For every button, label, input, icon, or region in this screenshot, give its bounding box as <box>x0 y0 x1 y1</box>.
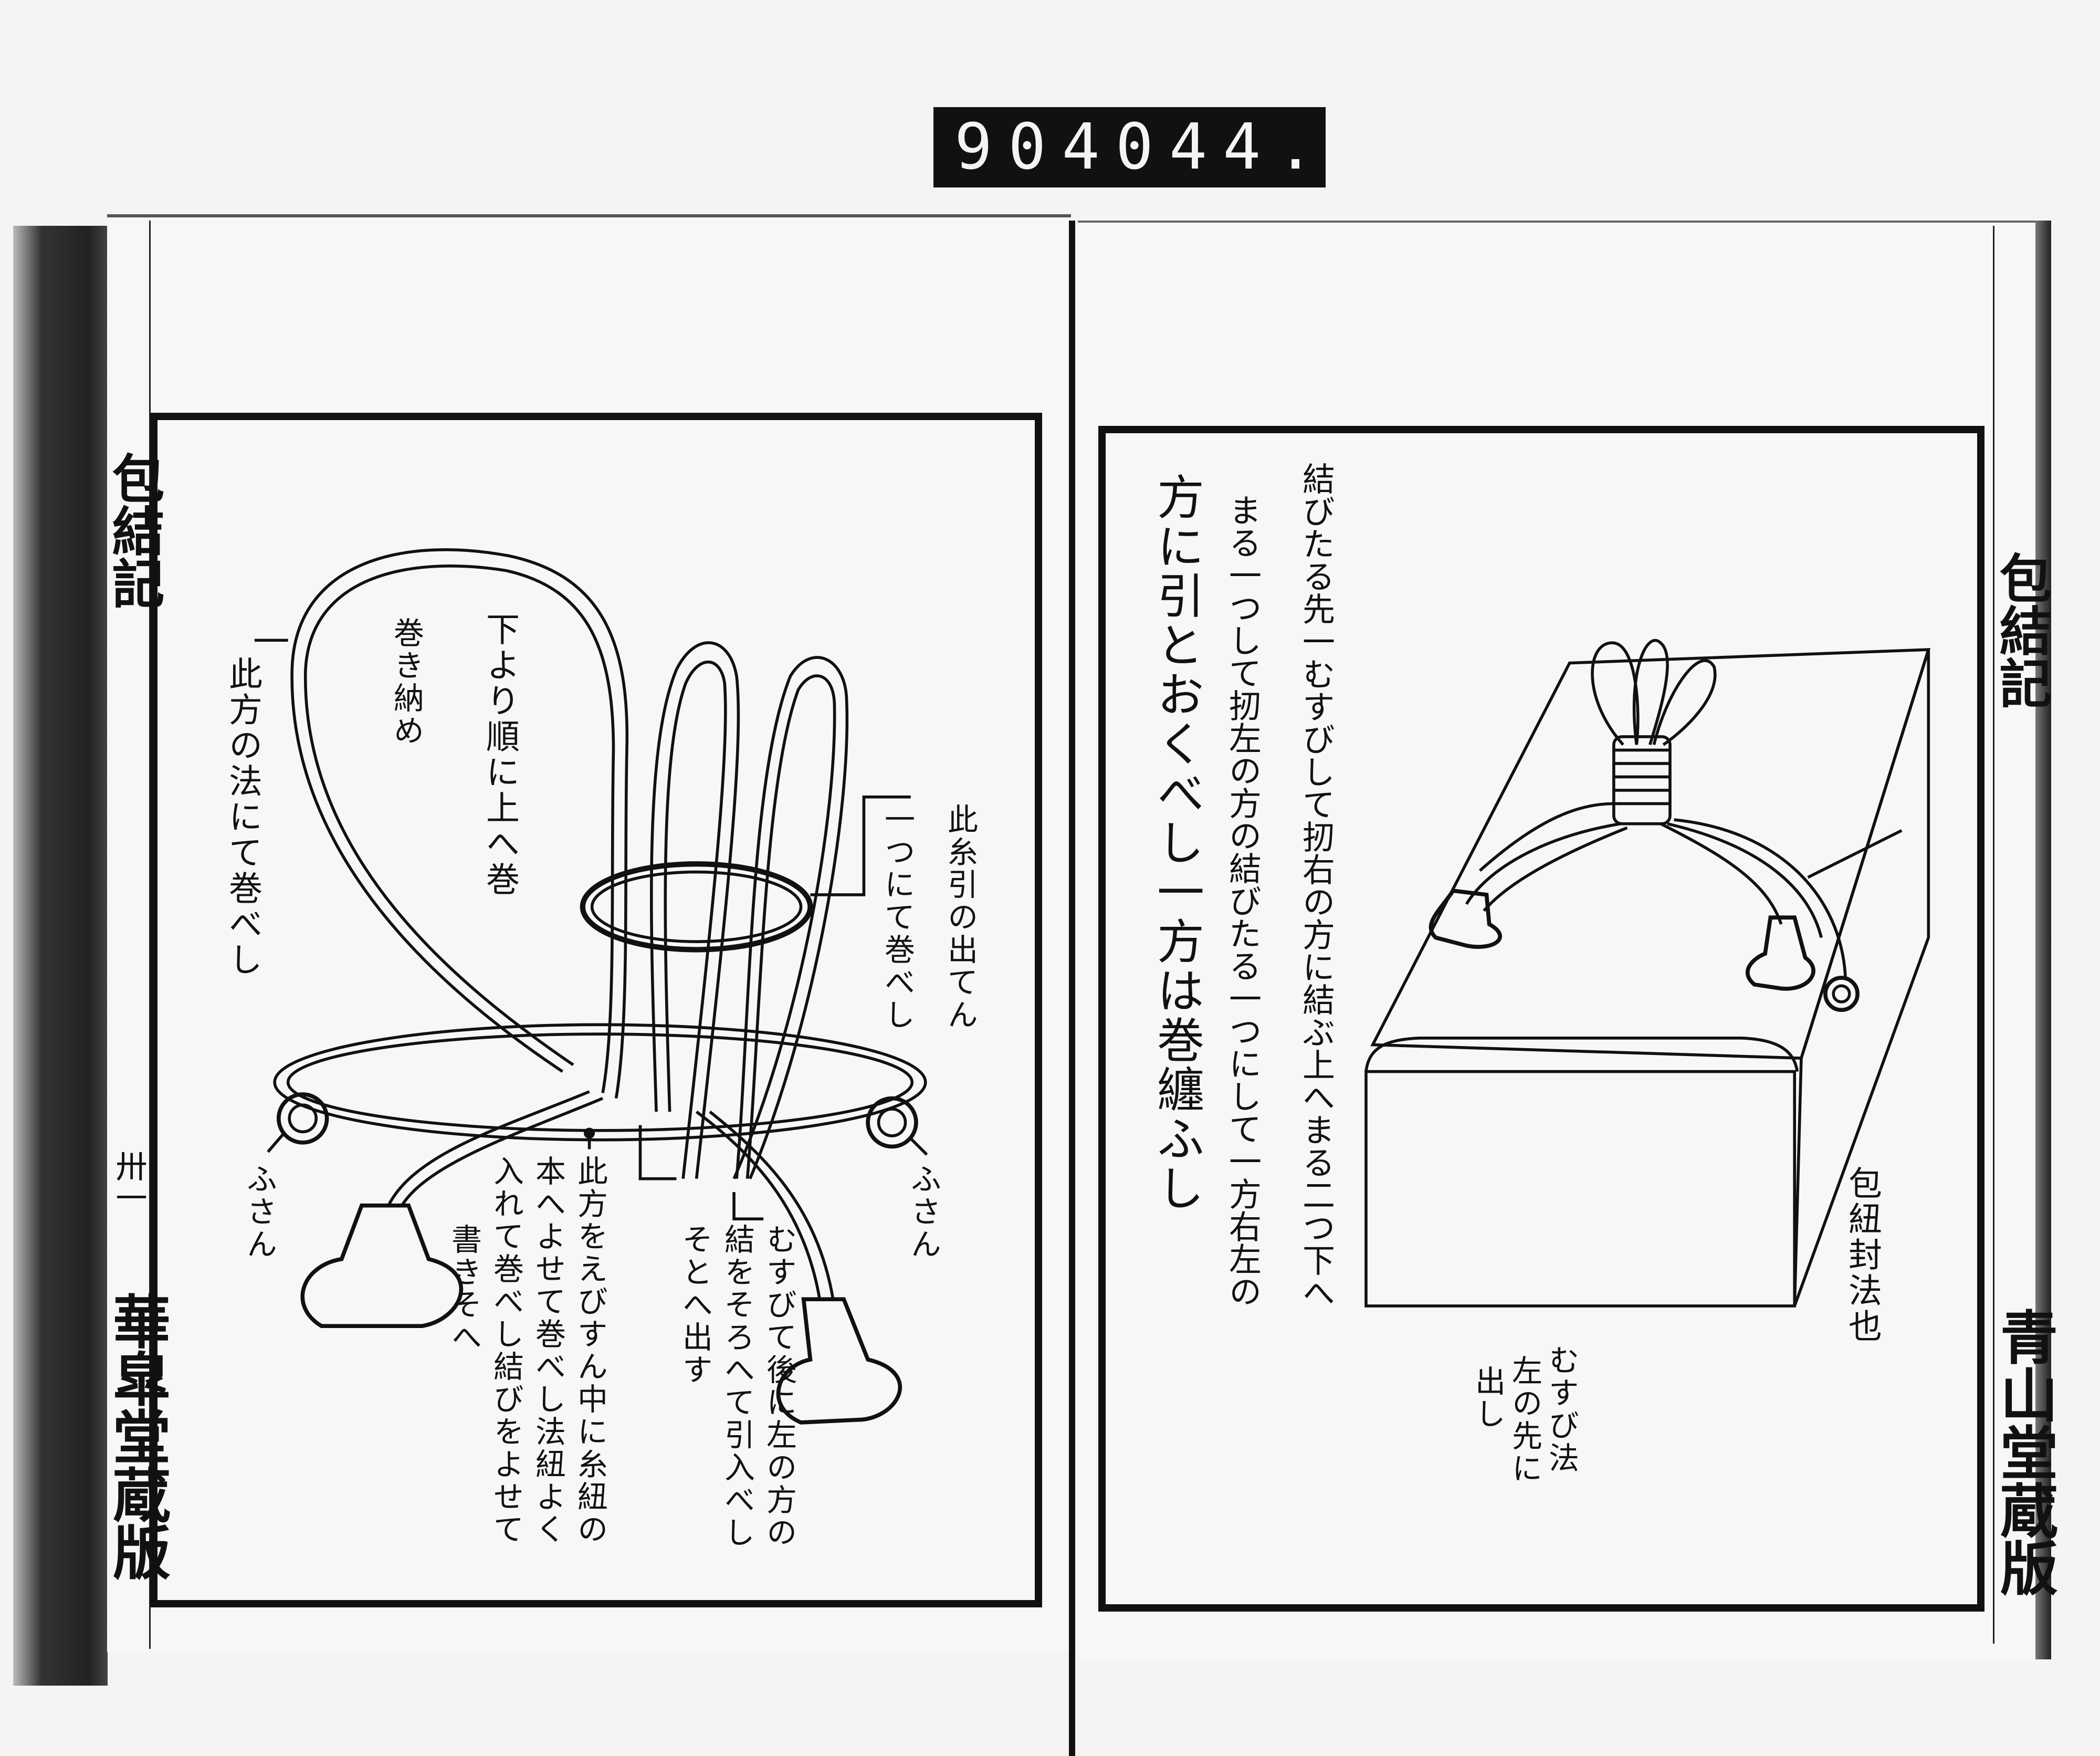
left-illustration-frame <box>150 413 1042 1607</box>
gutter-line <box>1069 221 1075 1756</box>
frame-number: 044. <box>1115 111 1330 184</box>
label-pull-thread-1: 此糸引の出てん <box>942 803 978 1031</box>
note-column: むすびて後に左の方の <box>761 1224 797 1549</box>
body-column-3: 方に引とおくべし一方は巻纏ふし <box>1149 473 1204 1213</box>
box-sub-caption: 左の先に <box>1507 1355 1542 1485</box>
label-tassel-right: ふさん <box>906 1163 941 1261</box>
box-caption: 包紐封法也 <box>1843 1166 1882 1344</box>
reel-number: 904 <box>954 111 1116 184</box>
note-column: 入れて巻べし結びをよせて <box>488 1155 524 1546</box>
note-column: 書きそへ <box>446 1224 482 1354</box>
right-illustration-frame <box>1098 426 1984 1612</box>
label-wind-this-way: 此方の法にて巻べし <box>223 656 262 978</box>
note-column: 此方をえびすん中に糸紐の <box>572 1155 608 1546</box>
note-column: 結をそろへて引入べし <box>719 1224 755 1549</box>
box-sub-caption: 出し <box>1470 1365 1506 1430</box>
left-margin-publisher: 華皐堂蔵版 <box>103 1292 171 1581</box>
left-margin-strip <box>107 221 151 1649</box>
book-spine-shadow <box>13 226 108 1686</box>
folio-number: 卅一 <box>110 1150 147 1213</box>
note-column: そとへ出す <box>677 1224 713 1386</box>
microfilm-reel-label: 904 044. <box>933 107 1326 187</box>
label-wind-from-below: 下より順に上へ巻 <box>480 612 519 897</box>
left-page <box>107 214 1071 1652</box>
right-margin-strip <box>1993 226 2036 1644</box>
box-diagram <box>1364 639 1931 1308</box>
label-pull-thread-2: 一つにて巻べし <box>879 803 915 1031</box>
right-margin-publisher: 青山堂蔵版 <box>1990 1308 2058 1596</box>
cord-diagram <box>254 548 928 1425</box>
body-column-1: 結びたる先一むすびして扨右の方に結ぶ上へまる二つ下へ <box>1297 462 1335 1309</box>
right-page <box>1078 221 2035 1661</box>
page-edge <box>2035 221 2051 1659</box>
right-margin-title: 包結記 <box>1990 551 2052 709</box>
note-column: 本へよせて巻べし法紐よく <box>530 1155 566 1546</box>
label-wind-finish: 巻き納め <box>388 617 424 747</box>
box-sub-caption: むすび法 <box>1544 1344 1579 1475</box>
label-tassel-left: ふさん <box>242 1163 277 1261</box>
body-column-2: まる一つして扨左の方の結びたる一つにして一方右左の <box>1223 494 1262 1308</box>
